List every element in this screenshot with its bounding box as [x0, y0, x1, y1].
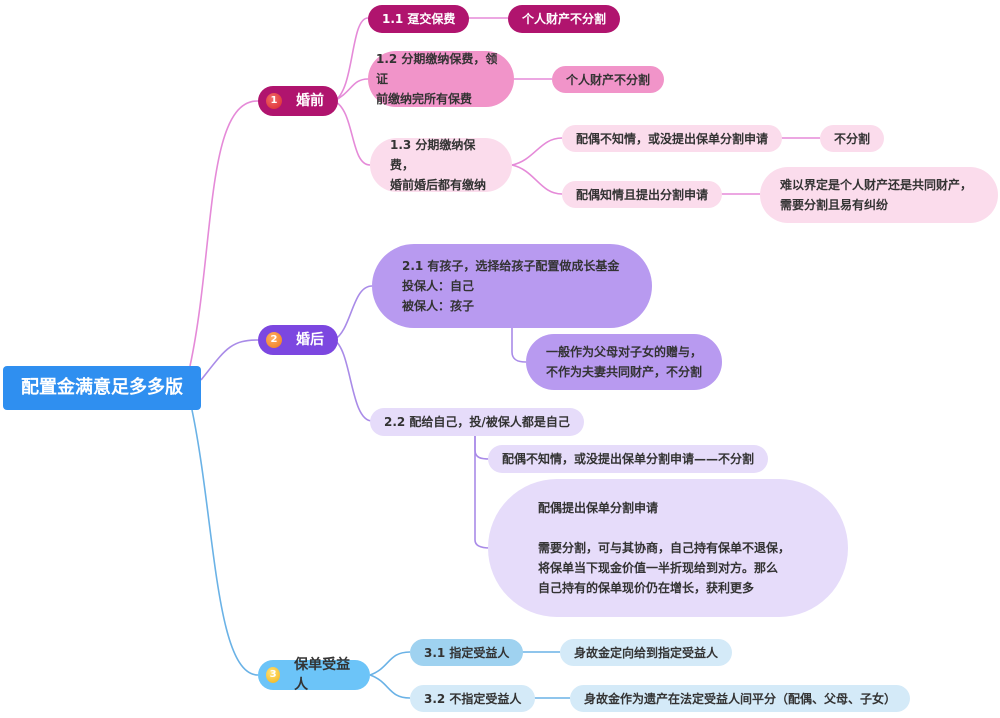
topic-1-2[interactable]: 1.2 分期缴纳保费，领证 前缴纳完所有保费 — [368, 51, 514, 107]
topic-label: 个人财产不分割 — [566, 72, 651, 87]
topic-1-3-b[interactable]: 配偶知情且提出分割申请 — [562, 181, 723, 208]
number-badge-icon: 2 — [266, 332, 282, 348]
topic-label: 一般作为父母对子女的赠与， 不作为夫妻共同财产，不分割 — [546, 345, 703, 379]
topic-3-1[interactable]: 3.1 指定受益人 — [410, 639, 524, 666]
topic-label: 不分割 — [834, 131, 871, 146]
topic-label: 配偶不知情，或没提出保单分割申请 — [576, 131, 769, 146]
topic-label: 3.1 指定受益人 — [424, 645, 510, 660]
connector-1-3-b — [511, 164, 563, 195]
branch-premarital[interactable]: 1 婚前 — [258, 86, 338, 116]
number-badge-icon: 1 — [266, 93, 282, 109]
connector-b1-2 — [333, 78, 369, 102]
topic-label: 1.2 分期缴纳保费，领证 前缴纳完所有保费 — [376, 52, 498, 106]
connector-2-1-child — [511, 328, 527, 363]
topic-label: 2.1 有孩子，选择给孩子配置做成长基金 投保人：自己 被保人：孩子 — [402, 259, 620, 313]
topic-label: 配偶不知情，或没提出保单分割申请——不分割 — [502, 452, 755, 466]
topic-3-2[interactable]: 3.2 不指定受益人 — [410, 685, 536, 712]
leaf-2-1[interactable]: 一般作为父母对子女的赠与， 不作为夫妻共同财产，不分割 — [526, 334, 722, 390]
root-topic-label: 配置金满意足多多版 — [21, 377, 183, 398]
connector-root-branch2 — [200, 339, 259, 381]
connector-1-3-a — [511, 137, 563, 166]
topic-label: 1.1 趸交保费 — [382, 12, 456, 26]
leaf-3-2[interactable]: 身故金作为遗产在法定受益人间平分（配偶、父母、子女） — [570, 685, 911, 712]
topic-label: 身故金作为遗产在法定受益人间平分（配偶、父母、子女） — [584, 691, 897, 706]
topic-label: 难以界定是个人财产还是共同财产， 需要分割且易有纠纷 — [780, 178, 973, 212]
topic-label: 配偶提出保单分割申请 需要分割，可与其协商，自己持有保单不退保， 将保单当下现金… — [538, 501, 791, 595]
connector-root-branch3 — [191, 409, 259, 676]
leaf-1-1[interactable]: 个人财产不分割 — [508, 5, 621, 33]
topic-label: 配偶知情且提出分割申请 — [576, 187, 709, 202]
leaf-1-3-a[interactable]: 不分割 — [820, 125, 885, 152]
topic-2-2[interactable]: 2.2 配给自己，投/被保人都是自己 — [370, 408, 584, 436]
topic-1-3[interactable]: 1.3 分期缴纳保费， 婚前婚后都有缴纳 — [370, 138, 512, 192]
topic-1-1[interactable]: 1.1 趸交保费 — [368, 5, 470, 33]
branch-label: 保单受益人 — [294, 657, 351, 693]
leaf-1-3-b[interactable]: 难以界定是个人财产还是共同财产， 需要分割且易有纠纷 — [760, 167, 998, 223]
connector-b2-2 — [333, 339, 373, 422]
branch-beneficiary[interactable]: 3 保单受益人 — [258, 657, 370, 693]
number-badge-icon: 3 — [266, 667, 281, 683]
topic-label: 身故金定向给到指定受益人 — [574, 645, 719, 660]
topic-1-3-a[interactable]: 配偶不知情，或没提出保单分割申请 — [562, 125, 783, 152]
topic-2-2-b[interactable]: 配偶提出保单分割申请 需要分割，可与其协商，自己持有保单不退保， 将保单当下现金… — [488, 479, 848, 617]
topic-label: 2.2 配给自己，投/被保人都是自己 — [384, 415, 570, 429]
root-topic[interactable]: 配置金满意足多多版 — [3, 366, 201, 410]
branch-postmarital[interactable]: 2 婚后 — [258, 325, 338, 355]
topic-2-1[interactable]: 2.1 有孩子，选择给孩子配置做成长基金 投保人：自己 被保人：孩子 — [372, 244, 652, 328]
branch-label: 婚前 — [296, 93, 324, 109]
connector-b1-1 — [333, 17, 369, 102]
leaf-3-1[interactable]: 身故金定向给到指定受益人 — [560, 639, 733, 666]
connector-b1-3 — [333, 100, 371, 166]
connector-b2-1 — [333, 285, 373, 341]
topic-label: 个人财产不分割 — [522, 12, 607, 26]
branch-label: 婚后 — [296, 332, 324, 348]
leaf-1-2[interactable]: 个人财产不分割 — [552, 66, 665, 93]
topic-label: 1.3 分期缴纳保费， 婚前婚后都有缴纳 — [390, 138, 487, 192]
topic-2-2-a[interactable]: 配偶不知情，或没提出保单分割申请——不分割 — [488, 445, 769, 473]
connector-root-branch1 — [189, 100, 259, 367]
topic-label: 3.2 不指定受益人 — [424, 691, 522, 706]
connector-2-2-b — [474, 436, 491, 549]
connector-b3-1 — [369, 651, 411, 676]
connector-b3-2 — [369, 674, 411, 699]
